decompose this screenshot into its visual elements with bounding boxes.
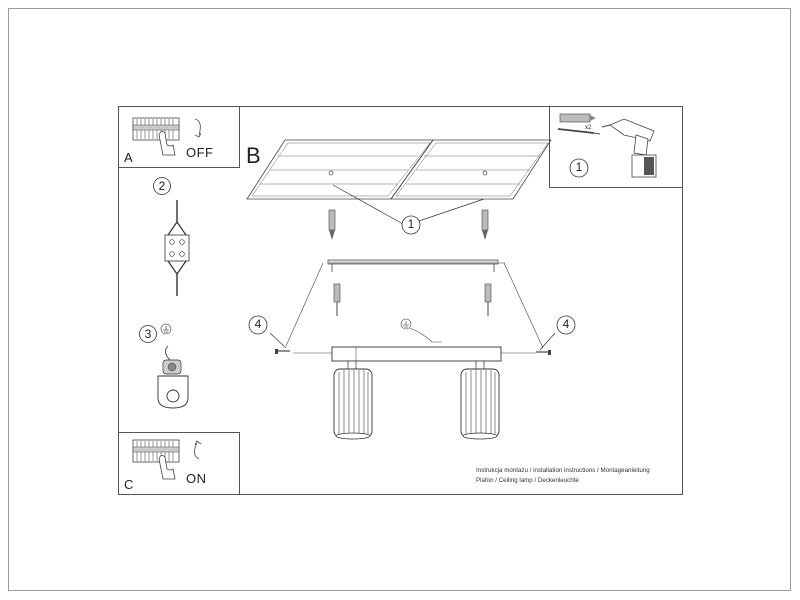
fixing-screw-left <box>275 349 290 354</box>
ground-symbol-icon <box>160 323 172 335</box>
step-1-label-tools: 1 <box>575 160 583 174</box>
breaker-on-illustration <box>132 439 202 480</box>
tools-illustration <box>557 113 657 178</box>
lamp-spot-left <box>333 360 373 440</box>
terminal-block-icon <box>164 200 190 296</box>
panel-a-switch-off: A OFF <box>118 106 240 168</box>
step-3-marker <box>139 325 157 343</box>
drill-icon <box>601 118 657 178</box>
wall-plug-icon <box>557 113 601 135</box>
step-4-marker-left <box>248 315 268 335</box>
panel-a-letter: A <box>124 150 133 165</box>
step-4-label-left: 4 <box>254 317 262 331</box>
ceiling-panels <box>246 139 552 200</box>
panel-b-letter: B <box>246 143 261 168</box>
lamp-spot-right <box>460 360 500 440</box>
tools-panel: x2 1 <box>549 106 683 188</box>
fixing-screw-right <box>536 350 551 355</box>
breaker-off-illustration <box>132 117 202 156</box>
panel-a-state: OFF <box>186 145 214 160</box>
screw-anchor-upper-left <box>328 209 336 240</box>
step-4-label-right: 4 <box>562 317 570 331</box>
step-2-marker <box>153 177 171 195</box>
panel-c-state: ON <box>186 471 207 486</box>
step-4-marker-right <box>556 315 576 335</box>
screw-anchor-upper-right <box>481 209 489 240</box>
panel-c-switch-on: C ON <box>118 432 240 495</box>
lamp-canopy-bar <box>293 346 536 362</box>
caption-line-2: Plafon / Ceiling lamp / Deckenleuchte <box>476 477 579 484</box>
panel-c-letter: C <box>124 477 134 492</box>
step-1-marker-tools <box>569 158 589 178</box>
screw-anchor-lower-left <box>333 283 341 316</box>
screw-anchor-lower-right <box>484 283 492 316</box>
step-2-label: 2 <box>158 179 166 193</box>
instruction-sheet-frame <box>118 106 683 495</box>
outer-frame <box>8 8 791 591</box>
step-1-label-main: 1 <box>407 217 415 231</box>
ground-bracket-icon <box>157 345 189 409</box>
mounting-bracket <box>327 259 499 272</box>
ground-symbol-main <box>400 318 412 330</box>
caption-line-1: Instrukcja montażu / installation instru… <box>476 467 650 474</box>
step-3-label: 3 <box>144 327 152 341</box>
quantity-label: x2 <box>585 125 592 131</box>
step-1-marker-main <box>401 215 421 235</box>
